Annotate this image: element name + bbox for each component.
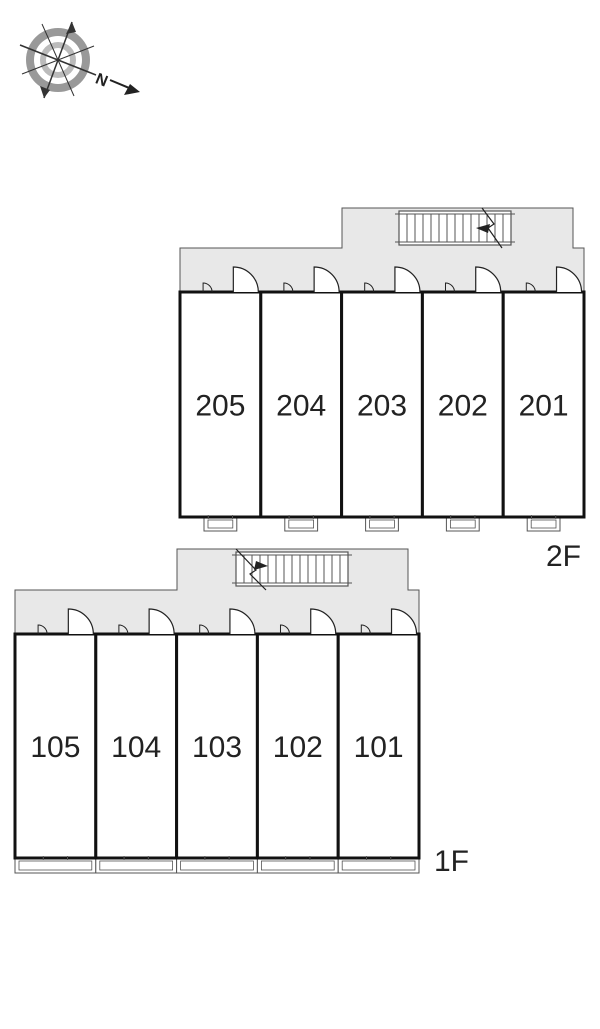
unit-104: 104 xyxy=(94,608,179,874)
unit-201: 201 xyxy=(501,266,586,532)
unit-204: 204 xyxy=(259,266,344,532)
floor-label-2f: 2F xyxy=(546,540,581,573)
small-door-icon xyxy=(279,624,290,635)
unit-outline xyxy=(175,632,259,860)
balcony-rail xyxy=(341,860,416,871)
entry-door-icon xyxy=(232,266,259,293)
entry-door-icon xyxy=(390,608,418,635)
unit-outline xyxy=(259,290,344,519)
unit-105: 105 xyxy=(13,608,98,874)
staircase xyxy=(395,207,515,249)
compass-rose-icon xyxy=(19,21,97,99)
unit-205: 205 xyxy=(178,266,263,532)
unit-outline xyxy=(336,632,421,860)
entry-door-icon xyxy=(148,608,175,635)
balcony xyxy=(365,516,399,532)
small-door-icon xyxy=(525,282,536,293)
unit-202: 202 xyxy=(420,266,505,532)
entry-door-icon xyxy=(555,266,583,293)
entry-door-icon xyxy=(394,266,421,293)
compass: N xyxy=(19,21,140,99)
unit-label: 104 xyxy=(111,731,161,764)
unit-label: 201 xyxy=(519,390,569,423)
unit-outline xyxy=(420,290,505,519)
balcony-rail xyxy=(207,519,234,529)
balcony-rail xyxy=(99,860,174,871)
unit-label: 105 xyxy=(30,731,80,764)
entry-door-icon xyxy=(310,608,337,635)
entry-door-icon xyxy=(229,608,256,635)
stair-break-line xyxy=(235,548,267,591)
balcony xyxy=(445,516,480,532)
balcony xyxy=(14,857,97,874)
balcony xyxy=(176,857,258,874)
unit-label: 101 xyxy=(354,731,404,764)
balcony xyxy=(95,857,178,874)
staircase xyxy=(232,548,352,591)
floor-2f: 205 204 203 202 201 xyxy=(178,207,586,532)
balcony xyxy=(337,857,420,874)
unit-outline xyxy=(501,290,586,519)
small-door-icon xyxy=(202,282,213,293)
small-door-icon xyxy=(37,624,48,635)
unit-outline xyxy=(178,290,263,519)
unit-outline xyxy=(94,632,179,860)
small-door-icon xyxy=(364,282,375,293)
balcony-rail xyxy=(449,519,476,529)
unit-103: 103 xyxy=(175,608,259,874)
balcony-rail xyxy=(288,519,314,529)
balcony-rail xyxy=(530,519,557,529)
balcony xyxy=(526,516,561,532)
stair-direction-arrow-icon xyxy=(476,224,490,233)
entry-door-icon xyxy=(313,266,340,293)
north-label: N xyxy=(93,71,110,91)
floor-label-1f: 1F xyxy=(434,845,469,878)
unit-101: 101 xyxy=(336,608,421,874)
unit-label: 102 xyxy=(273,731,323,764)
balcony xyxy=(203,516,238,532)
balcony-rail xyxy=(369,519,395,529)
north-arrow-icon xyxy=(109,79,140,95)
small-door-icon xyxy=(118,624,129,635)
unit-label: 205 xyxy=(195,390,245,423)
balcony-rail xyxy=(260,860,335,871)
balcony xyxy=(284,516,319,532)
small-door-icon xyxy=(444,282,455,293)
unit-outline xyxy=(13,632,98,860)
small-door-icon xyxy=(360,624,371,635)
floor-1f: 105 104 103 102 101 xyxy=(13,548,421,874)
unit-203: 203 xyxy=(340,266,424,532)
small-door-icon xyxy=(283,282,294,293)
unit-label: 204 xyxy=(276,390,326,423)
entry-door-icon xyxy=(67,608,94,635)
unit-outline xyxy=(255,632,340,860)
stair-direction-arrow-icon xyxy=(254,561,268,570)
entry-door-icon xyxy=(475,266,502,293)
unit-102: 102 xyxy=(255,608,340,874)
small-door-icon xyxy=(199,624,210,635)
balcony xyxy=(256,857,339,874)
unit-label: 203 xyxy=(357,390,407,423)
balcony-rail xyxy=(180,860,254,871)
stair-break-line xyxy=(481,207,503,249)
balcony-rail xyxy=(18,860,93,871)
unit-label: 103 xyxy=(192,731,242,764)
unit-label: 202 xyxy=(438,390,488,423)
